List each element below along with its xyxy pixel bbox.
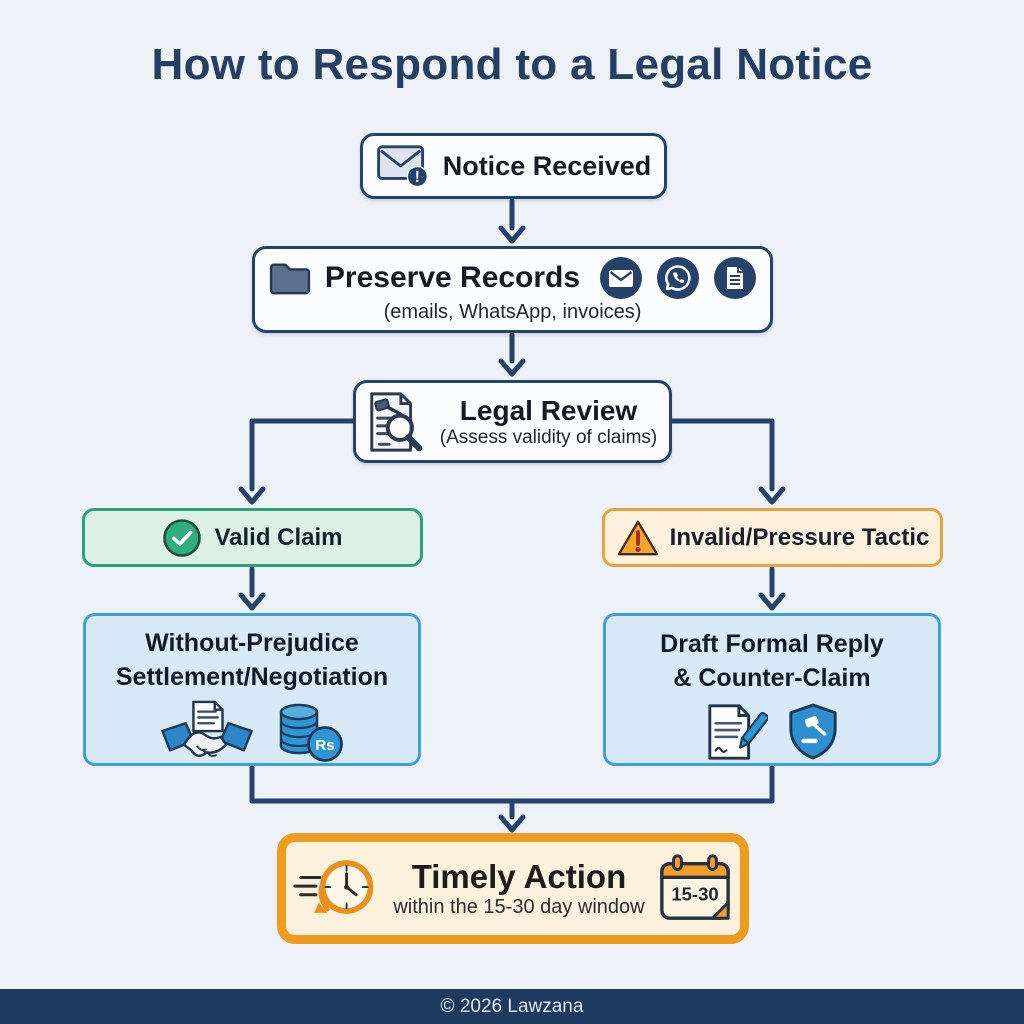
folder-icon (269, 263, 311, 294)
branch-review-to-valid (249, 418, 356, 492)
legal-review-subtitle: (Assess validity of claims) (439, 426, 658, 448)
preserve-records-subtitle: (emails, WhatsApp, invoices) (383, 300, 642, 323)
settlement-label-line2: Settlement/Negotiation (115, 663, 389, 691)
draft-reply-node: Draft Formal Reply & Counter-Claim (603, 613, 941, 766)
valid-claim-label: Valid Claim (214, 523, 343, 551)
arrowhead (498, 358, 526, 377)
branch-review-to-invalid (669, 418, 775, 492)
footer-copyright: © 2026 Lawzana (440, 995, 584, 1017)
invalid-pressure-label: Invalid/Pressure Tactic (669, 523, 930, 551)
shield-gavel-icon (789, 703, 837, 759)
circle-whatsapp-icon (657, 256, 700, 299)
notice-received-node: ! Notice Received (360, 133, 667, 199)
settlement-negotiation-node: Without-Prejudice Settlement/Negotiation (83, 613, 421, 766)
settlement-icons: Rs (159, 700, 345, 764)
legal-review-text: Legal Review (Assess validity of claims) (436, 395, 661, 449)
envelope-alert-icon: ! (376, 145, 428, 188)
document-gavel-magnifier-icon (370, 391, 423, 452)
timely-action-node: Timely Action within the 15-30 day windo… (277, 833, 749, 944)
draft-label-line2: & Counter-Claim (673, 664, 871, 692)
preserve-records-label: Preserve Records (324, 260, 581, 294)
page-title: How to Respond to a Legal Notice (151, 40, 873, 89)
valid-claim-node: Valid Claim (82, 508, 423, 567)
record-type-icons (599, 256, 757, 300)
timely-action-text: Timely Action within the 15-30 day windo… (393, 858, 644, 919)
timely-action-subtitle: within the 15-30 day window (393, 896, 645, 918)
merge-connector (249, 765, 775, 804)
timely-action-label: Timely Action (411, 858, 627, 895)
circle-document-icon (714, 256, 757, 299)
speed-clock-icon (293, 859, 374, 914)
calendar-range-label: 15-30 (671, 883, 718, 904)
arrowhead (238, 592, 266, 611)
document-pen-icon (708, 703, 768, 760)
arrowhead (758, 486, 786, 505)
arrowhead (498, 225, 526, 244)
draft-icons (704, 701, 840, 763)
coins-rupee-icon: Rs (279, 703, 343, 762)
arrowhead (498, 814, 526, 833)
arrowhead (758, 592, 786, 611)
circle-mail-icon (600, 256, 643, 299)
warning-triangle-icon (617, 520, 658, 555)
handshake-document-icon (161, 700, 253, 757)
calendar-icon: 15-30 (659, 853, 730, 920)
arrowhead (238, 486, 266, 505)
rupee-badge-label: Rs (315, 737, 334, 754)
legal-review-label: Legal Review (459, 394, 638, 426)
svg-text:!: ! (414, 169, 419, 186)
draft-label-line1: Draft Formal Reply (660, 629, 884, 658)
settlement-label-line1: Without-Prejudice (145, 628, 359, 657)
notice-received-label: Notice Received (442, 150, 652, 181)
check-circle-icon (163, 518, 202, 557)
legal-review-node: Legal Review (Assess validity of claims) (353, 380, 672, 463)
preserve-records-row: Preserve Records (268, 256, 757, 300)
preserve-records-node: Preserve Records (252, 246, 773, 333)
invalid-pressure-node: Invalid/Pressure Tactic (602, 508, 943, 567)
footer-bar: © 2026 Lawzana (0, 989, 1024, 1024)
